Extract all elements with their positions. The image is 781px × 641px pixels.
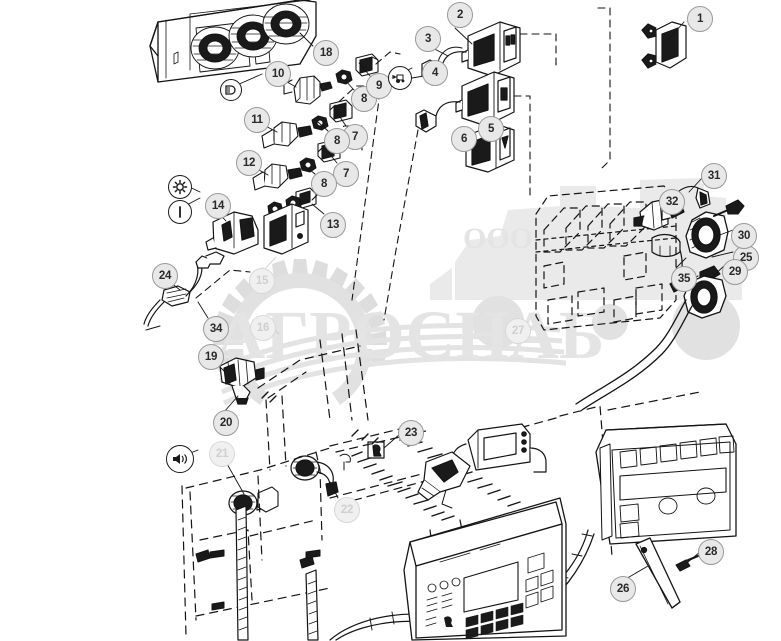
callout-bubble-15[interactable]: 15	[249, 268, 275, 294]
callout-bubble-34[interactable]: 34	[203, 316, 229, 342]
callout-bubble-29[interactable]: 29	[722, 259, 748, 285]
callout-bubble-5[interactable]: 5	[478, 116, 504, 142]
bar-icon	[168, 200, 192, 224]
part-6-rocker-switch	[465, 123, 515, 173]
callout-bubble-8[interactable]: 8	[324, 128, 350, 154]
part-25-lamp-housing	[685, 211, 729, 259]
callout-bubble-1[interactable]: 1	[687, 6, 713, 32]
speaker-icon	[166, 445, 194, 473]
callout-bubble-8[interactable]: 8	[311, 171, 337, 197]
part-bracket-plate	[417, 451, 471, 509]
dashed-routing-upper	[195, 7, 611, 321]
part-main-display-monitor	[403, 497, 567, 641]
callout-bubble-32[interactable]: 32	[659, 189, 685, 215]
part-24-harness	[143, 251, 225, 331]
callout-bubble-7[interactable]: 7	[333, 161, 359, 187]
callout-bubble-23[interactable]: 23	[398, 420, 424, 446]
callout-bubble-27[interactable]: 27	[505, 318, 531, 344]
part-8-nut-b	[311, 115, 329, 131]
callout-bubble-12[interactable]: 12	[236, 150, 262, 176]
part-8-nut-c	[299, 157, 317, 173]
part-11-sensor	[261, 121, 313, 149]
callout-bubble-22[interactable]: 22	[334, 497, 360, 523]
callout-bubble-4[interactable]: 4	[422, 60, 448, 86]
callout-bubble-30[interactable]: 30	[731, 223, 757, 249]
callout-bubble-8[interactable]: 8	[351, 86, 377, 112]
harness-hatching	[261, 391, 521, 521]
part-30-bulb	[713, 199, 745, 217]
callout-bubble-6[interactable]: 6	[451, 126, 477, 152]
fuse-box-dashed	[535, 185, 677, 331]
gear-icon	[168, 175, 192, 199]
tractor-icon	[388, 66, 412, 90]
callout-bubble-16[interactable]: 16	[250, 315, 276, 341]
callout-bubble-24[interactable]: 24	[152, 263, 178, 289]
callout-bubble-13[interactable]: 13	[320, 212, 346, 238]
part-9-bezel	[355, 53, 379, 77]
part-14-bracket	[205, 211, 259, 255]
cab-post	[235, 505, 319, 641]
part-13-switch-body	[263, 203, 309, 255]
part-right-display-monitor	[595, 423, 737, 545]
callout-bubble-3[interactable]: 3	[415, 26, 441, 52]
part-23b-clip	[339, 453, 351, 471]
callout-bubble-20[interactable]: 20	[213, 410, 239, 436]
callout-bubble-14[interactable]: 14	[205, 193, 231, 219]
headlamp-icon	[220, 79, 242, 101]
part-28-bolt	[675, 554, 700, 572]
part-26-mounting-arm	[635, 537, 681, 609]
part-12-sensor	[252, 163, 303, 191]
lamp-harness	[575, 299, 693, 411]
part-10-switch	[283, 75, 333, 105]
callout-bubble-10[interactable]: 10	[265, 61, 291, 87]
callout-bubble-35[interactable]: 35	[671, 266, 697, 292]
callout-bubble-19[interactable]: 19	[198, 344, 224, 370]
callout-bubble-18[interactable]: 18	[313, 40, 339, 66]
part-21-grommet	[257, 486, 279, 513]
callout-bubble-28[interactable]: 28	[698, 539, 724, 565]
part-13-bezel	[295, 187, 317, 209]
hvac-knobs	[190, 3, 310, 70]
callout-bubble-21[interactable]: 21	[209, 441, 235, 467]
part-19-sensor	[219, 357, 265, 405]
callout-bubble-26[interactable]: 26	[610, 576, 636, 602]
callout-bubble-31[interactable]: 31	[701, 163, 727, 189]
part-8-nut-a	[335, 69, 353, 85]
part-22-horn	[290, 455, 339, 497]
part-1-switch-bracket	[641, 21, 687, 69]
part-lamp-lower	[683, 275, 727, 319]
part-4-rocker-switch	[415, 71, 515, 133]
part-2-rocker-switch	[461, 21, 521, 77]
callout-bubble-11[interactable]: 11	[244, 107, 270, 133]
callout-bubble-2[interactable]: 2	[447, 2, 473, 28]
